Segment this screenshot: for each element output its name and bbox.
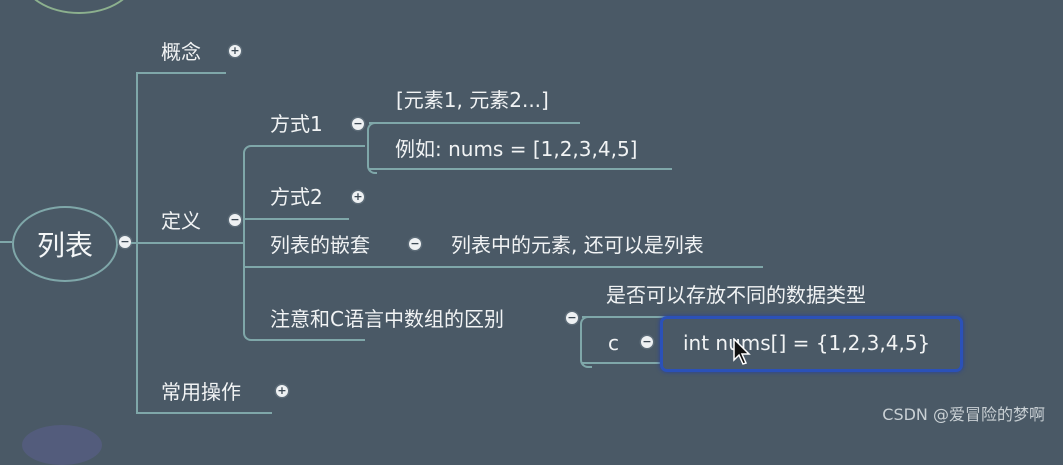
collapse-icon[interactable]: − — [229, 213, 241, 226]
mouse-cursor-icon — [733, 338, 751, 365]
connector — [131, 242, 243, 244]
topic-common-operations[interactable]: 常用操作 — [161, 380, 241, 404]
collapse-icon[interactable]: − — [119, 235, 131, 248]
topic-nesting-detail[interactable]: 列表中的元素, 还可以是列表 — [451, 233, 704, 257]
topic-c-array-example[interactable]: int nums[] = {1,2,3,4,5} — [683, 331, 931, 355]
sibling-topic-outline — [22, 425, 102, 465]
connector-way2 — [245, 218, 349, 220]
connector-trunk — [136, 72, 138, 413]
topic-syntax[interactable]: [元素1, 元素2...] — [396, 88, 549, 112]
parent-topic-outline — [22, 0, 136, 14]
incoming-connector — [0, 241, 12, 243]
expand-icon[interactable]: + — [276, 384, 288, 397]
root-topic-list[interactable]: 列表 — [12, 206, 118, 282]
topic-definition[interactable]: 定义 — [161, 209, 201, 233]
connector-definition-children — [243, 145, 365, 341]
collapse-icon[interactable]: − — [566, 311, 578, 324]
topic-example[interactable]: 例如: nums = [1,2,3,4,5] — [395, 137, 638, 161]
collapse-icon[interactable]: − — [409, 237, 421, 250]
collapse-icon[interactable]: − — [641, 335, 653, 348]
topic-diff-c-array[interactable]: 注意和C语言中数组的区别 — [270, 307, 504, 331]
topic-concept[interactable]: 概念 — [161, 40, 201, 64]
topic-way1[interactable]: 方式1 — [270, 112, 323, 136]
connector-way1-children — [367, 122, 377, 174]
connector-concept — [136, 72, 226, 74]
connector-common-ops — [136, 412, 272, 414]
connector-nesting — [245, 266, 763, 268]
connector-diff-children — [580, 316, 592, 368]
collapse-icon[interactable]: − — [352, 117, 364, 130]
expand-icon[interactable]: + — [352, 190, 364, 203]
topic-way2[interactable]: 方式2 — [270, 185, 323, 209]
selected-topic-c-array[interactable] — [660, 316, 963, 372]
watermark: CSDN @爱冒险的梦啊 — [882, 405, 1045, 424]
root-topic-label: 列表 — [36, 229, 93, 262]
topic-nesting[interactable]: 列表的嵌套 — [270, 233, 370, 257]
topic-mixed-types[interactable]: 是否可以存放不同的数据类型 — [606, 283, 866, 307]
topic-c[interactable]: c — [608, 331, 619, 355]
expand-icon[interactable]: + — [229, 44, 241, 57]
